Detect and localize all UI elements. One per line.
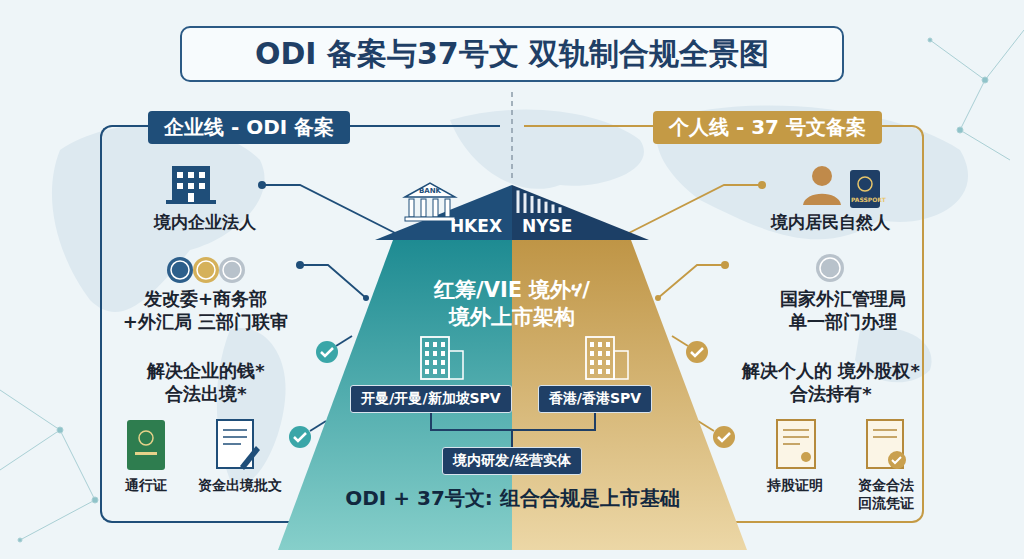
structure-heading: 红筹/VIE 境外ሃ/境外上市架构 xyxy=(372,277,652,332)
entity-label: 香港/香港SPV xyxy=(549,390,641,408)
lane-item-label: 解决个人的 境外股权*合法持有* xyxy=(742,360,920,405)
lane-item-label: 通行证 xyxy=(112,477,180,495)
connector xyxy=(512,413,595,447)
passport-icon xyxy=(850,170,880,208)
icon-caption: PASSPORT xyxy=(851,196,879,204)
pyramid-shape: 红筹/VIE 境外ሃ/境外上市架构 ODI + 37号文: 组合合规是上市基础 HK… xyxy=(275,185,750,550)
lane-item-label: 发改委+商务部+外汇局 三部门联审 xyxy=(113,288,298,333)
lane-item-label: 境内居民自然人 xyxy=(750,212,910,233)
lane-heading: 企业线 - ODI 备案 xyxy=(164,114,334,141)
lane-item-label: 境内企业法人 xyxy=(130,212,280,233)
certificate-icon xyxy=(777,420,815,468)
seal-coins xyxy=(167,257,245,283)
approval-document xyxy=(217,420,260,470)
lane-item-label: 资金出境批文 xyxy=(190,477,290,495)
exchange-name: NYSE xyxy=(522,216,572,236)
seal-coin xyxy=(816,254,844,282)
icon-caption: BANK xyxy=(412,187,448,196)
proof-document xyxy=(867,420,906,469)
exchange-name: HKEX xyxy=(450,216,502,236)
title-box: ODI 备案与37号文 双轨制合规全景图 xyxy=(180,26,844,82)
passport-booklet xyxy=(127,420,165,470)
lane-item-label: 解决企业的钱* 合法出境* xyxy=(140,360,272,405)
entity-box: 开曼/开曼/新加坡SPV xyxy=(350,385,511,413)
lane-heading: 个人线 - 37 号文备案 xyxy=(669,114,866,141)
lane-tab: 个人线 - 37 号文备案 xyxy=(653,111,882,144)
connector xyxy=(431,413,512,447)
lane-item-label: 持股证明 xyxy=(756,477,834,495)
entity-label: 开曼/开曼/新加坡SPV xyxy=(361,390,500,408)
entity-box: 香港/香港SPV xyxy=(538,385,652,413)
person-icon xyxy=(803,166,841,205)
diagram-title: ODI 备案与37号文 双轨制合规全景图 xyxy=(255,34,769,75)
entity-box: 境内研发/经营实体 xyxy=(442,447,581,475)
entity-label: 境内研发/经营实体 xyxy=(453,452,570,470)
lane-tab: 企业线 - ODI 备案 xyxy=(148,111,350,144)
conclusion-text: ODI + 37号文: 组合合规是上市基础 xyxy=(275,485,750,512)
roof-half: HKEX xyxy=(375,185,512,240)
roof-half: NYSE xyxy=(512,185,649,240)
building-icon xyxy=(166,166,216,204)
lane-item-label: 国家外汇管理局 单一部门办理 xyxy=(770,288,915,333)
lane-item-label: 资金合法 回流凭证 xyxy=(845,477,927,512)
